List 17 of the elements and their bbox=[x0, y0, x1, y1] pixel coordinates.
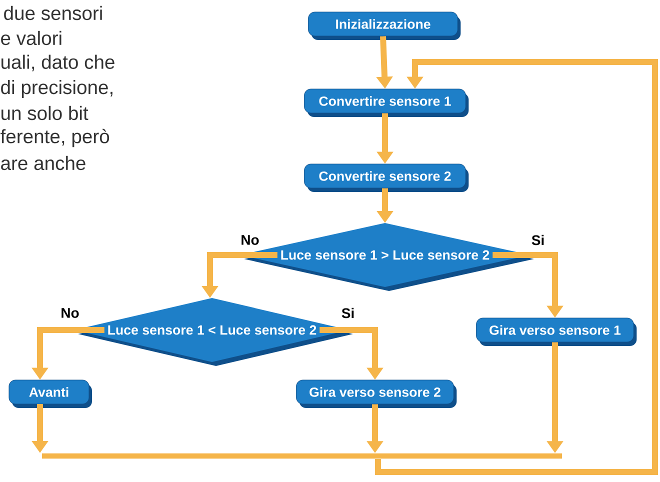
paragraph-line: un solo bit bbox=[2, 106, 88, 120]
process-box: Gira verso sensore 2 bbox=[296, 380, 457, 408]
edge-label: No bbox=[239, 234, 261, 246]
paragraph-line: due sensori bbox=[4, 6, 102, 20]
process-box: Gira verso sensore 1 bbox=[476, 318, 637, 346]
merge-bar bbox=[42, 453, 562, 459]
paragraph-line: uali, dato che bbox=[2, 54, 114, 72]
paragraph-line: e valori bbox=[1, 30, 62, 46]
arrow bbox=[375, 59, 658, 475]
process-box: Convertire sensore 1 bbox=[304, 88, 469, 117]
process-box: Avanti bbox=[8, 380, 92, 408]
edge-label: Si bbox=[340, 306, 356, 320]
paragraph-line: ferente, però bbox=[0, 128, 110, 148]
paragraph-line: di precisione, bbox=[1, 80, 112, 98]
paragraph-line: are anche bbox=[1, 156, 86, 170]
process-box: Inizializzazione bbox=[308, 12, 461, 40]
process-box: Convertire sensore 2 bbox=[304, 164, 469, 192]
